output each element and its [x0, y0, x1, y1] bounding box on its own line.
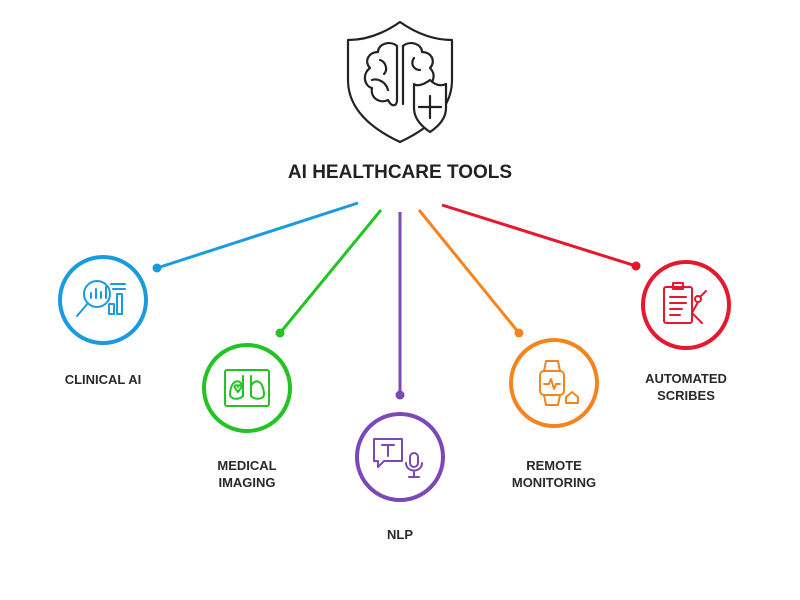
tool-circle [641, 260, 731, 350]
magnifier-chart-icon [76, 280, 126, 317]
tool-label: MEDICAL [217, 458, 276, 473]
tool-node-remote-monitoring: REMOTE MONITORING [417, 209, 599, 490]
connector-line [441, 203, 637, 268]
connector-line [156, 201, 359, 270]
tool-node-automated-scribes: AUTOMATED SCRIBES [441, 203, 731, 403]
lung-xray-icon [224, 369, 270, 407]
connector-dot [514, 328, 524, 338]
speech-microphone-icon [373, 438, 423, 478]
tool-label: SCRIBES [657, 388, 715, 403]
tool-node-clinical-ai: CLINICAL AI [58, 201, 359, 387]
smartwatch-icon [539, 360, 579, 406]
connector-dot [631, 261, 641, 271]
tool-label: IMAGING [218, 475, 275, 490]
tool-circle [509, 338, 599, 428]
connector-dot [395, 390, 405, 400]
brain-shield-icon [346, 20, 454, 144]
clipboard-robot-arm-icon [663, 282, 707, 324]
tool-circle [355, 412, 445, 502]
connector-line [278, 209, 383, 334]
diagram-title: AI HEALTHCARE TOOLS [288, 162, 512, 183]
tool-node-nlp: NLP [355, 212, 445, 542]
tool-label: AUTOMATED [645, 371, 727, 386]
tool-node-medical-imaging: MEDICAL IMAGING [202, 209, 383, 490]
tool-label: CLINICAL AI [65, 372, 142, 387]
tool-label: NLP [387, 527, 413, 542]
connector-dot [152, 263, 162, 273]
tool-label: MONITORING [512, 475, 596, 490]
tool-circle [202, 343, 292, 433]
tool-label: REMOTE [526, 458, 582, 473]
tool-circle [58, 255, 148, 345]
connector-dot [275, 328, 285, 338]
connector-line [417, 209, 521, 334]
